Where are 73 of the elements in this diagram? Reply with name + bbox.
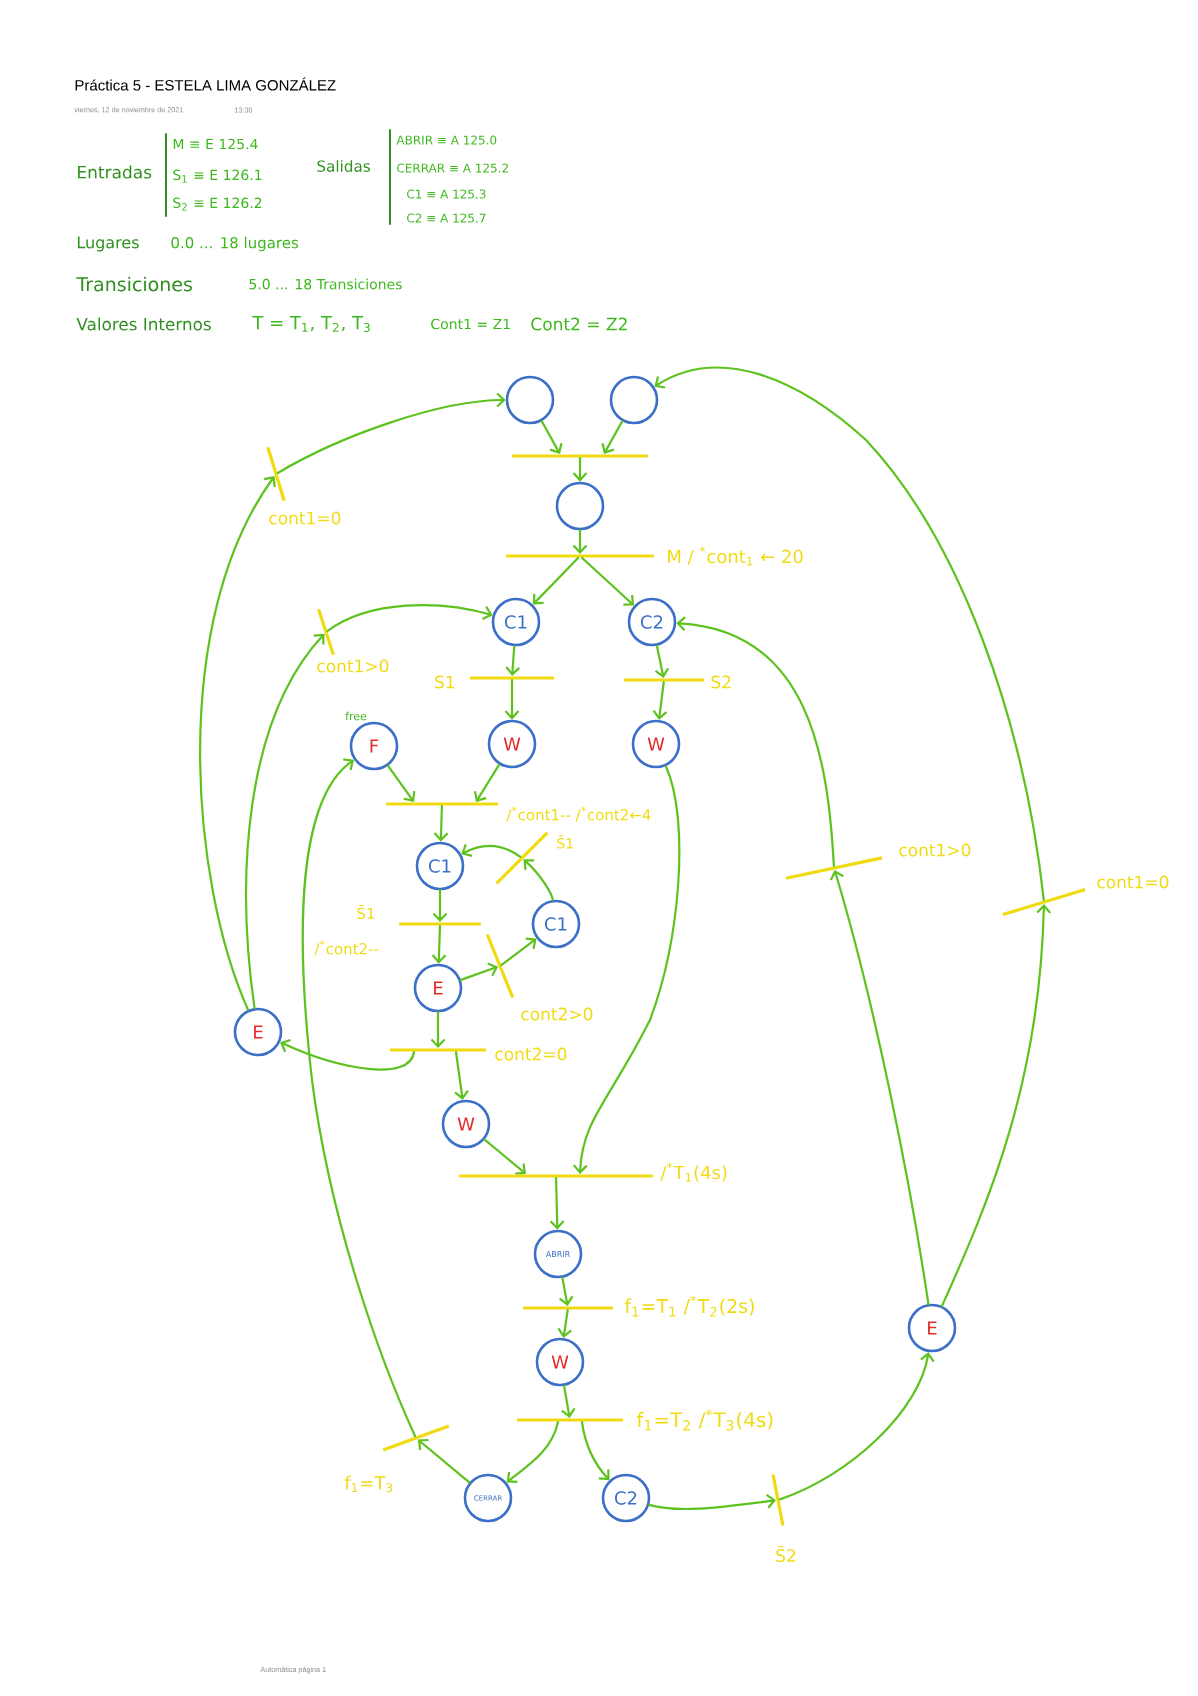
note: T = T$_{1}$, T$_{2}$, T$_{3}$ — [252, 316, 370, 332]
transition-bar — [266, 446, 286, 502]
arrow — [580, 1420, 610, 1481]
arrow — [648, 1493, 776, 1511]
transition-bar — [382, 1424, 450, 1452]
transition-bar — [1002, 887, 1086, 917]
section-heading: Entradas — [78, 165, 152, 179]
section-heading: Valores Internos — [76, 317, 211, 331]
arrow — [778, 1352, 935, 1501]
arrow — [654, 644, 670, 678]
arrow — [561, 1384, 576, 1418]
arrow — [559, 1276, 574, 1306]
arrow — [387, 764, 416, 802]
arrow — [245, 633, 325, 1010]
arrow — [483, 1138, 526, 1175]
transition-label: cont1>0 — [899, 843, 971, 857]
arrow — [572, 456, 588, 482]
arrow — [459, 962, 499, 981]
arrow — [573, 765, 681, 1174]
arrow — [506, 1420, 560, 1483]
transition-label: S̄2 — [776, 1546, 796, 1562]
arrow — [829, 869, 930, 1306]
transition-bar — [495, 831, 549, 885]
transition-label: f$_{1}$=T$_{3}$ — [344, 1475, 393, 1493]
arrow — [557, 1308, 572, 1338]
arrow — [540, 420, 563, 454]
transition-bar — [771, 1474, 785, 1526]
transition-bar — [785, 856, 883, 880]
arrow — [326, 604, 493, 632]
arrow — [431, 924, 447, 964]
arrow — [500, 937, 537, 966]
arrow — [523, 859, 554, 902]
transition-label: S1 — [435, 675, 455, 689]
place-circle — [505, 375, 555, 425]
arrow — [276, 392, 506, 475]
transition-label: f$_{1}$=T$_{1}$ /$^{*}$T$_{2}$(2s) — [624, 1295, 754, 1317]
arrow — [572, 529, 588, 554]
section-heading: Lugares — [77, 236, 139, 252]
transition-label: f$_{1}$=T$_{2}$ /$^{*}$T$_{3}$(4s) — [636, 1409, 773, 1431]
place-circle — [555, 481, 605, 531]
transition-label: cont1=0 — [269, 511, 341, 525]
arrow — [417, 1438, 471, 1484]
arrow — [433, 804, 449, 842]
transition-label: S2 — [711, 675, 731, 689]
arrow — [654, 366, 1045, 902]
arrow — [652, 680, 668, 720]
transition-label: cont2>0 — [521, 1007, 593, 1021]
arrow — [581, 556, 635, 606]
arrow — [461, 844, 522, 858]
section-heading: Transiciones — [76, 276, 192, 292]
arrow — [504, 678, 520, 720]
arrow — [532, 556, 580, 605]
transition-label: /$^{*}$T$_{1}$(4s) — [660, 1162, 727, 1182]
arrow — [301, 758, 417, 1438]
transition-bar — [317, 608, 335, 656]
arrow — [280, 1038, 416, 1071]
arrow — [432, 889, 448, 922]
arrow — [505, 645, 520, 676]
note: Cont2 = Z2 — [531, 317, 627, 331]
arrow — [549, 1176, 565, 1230]
transition-label: cont1>0 — [317, 659, 389, 673]
arrow — [676, 616, 835, 868]
arrow — [430, 1011, 446, 1048]
transition-label: M / $^{*}$cont$_{1}$ ← 20 — [668, 546, 803, 566]
transition-label: cont1=0 — [1097, 875, 1169, 889]
arrow — [940, 904, 1052, 1307]
arrow — [199, 476, 276, 1011]
arrow — [454, 1050, 469, 1100]
arrow — [473, 763, 501, 802]
transition-label: cont2=0 — [495, 1047, 567, 1061]
place-circle — [609, 375, 659, 425]
transition-bar — [485, 933, 515, 999]
arrow — [601, 420, 624, 454]
